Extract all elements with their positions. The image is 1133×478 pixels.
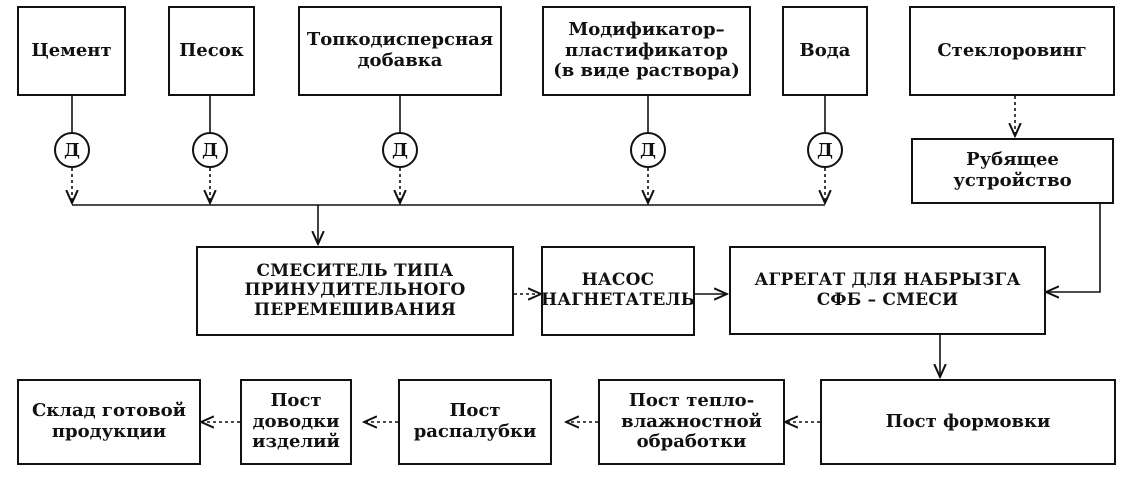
warehouse-box: Склад готовой продукции [17,379,201,465]
spray-unit-label: АГРЕГАТ ДЛЯ НАБРЫЗГА СФБ – СМЕСИ [754,269,1021,310]
forming-box: Пост формовки [820,379,1116,465]
warehouse-label: Склад готовой продукции [31,400,186,442]
fine-additive-box: Топкодисперсная добавка [298,6,502,96]
modifier-box: Модификатор– пластификатор (в виде раств… [542,6,751,96]
cement-box: Цемент [17,6,126,96]
chopper-box: Рубящее устройство [911,138,1114,204]
modifier-label: Модификатор– пластификатор (в виде раств… [553,18,740,82]
pump-label: НАСОС НАГНЕТАТЕЛЬ [540,270,696,310]
water-label: Вода [799,39,851,61]
doser-cement: Д [54,132,90,168]
finishing-box: Пост доводки изделий [240,379,352,465]
cement-label: Цемент [31,39,112,61]
mixer-box: СМЕСИТЕЛЬ ТИПА ПРИНУДИТЕЛЬНОГО ПЕРЕМЕШИВ… [196,246,514,336]
chopper-label: Рубящее устройство [953,149,1072,191]
sand-label: Песок [179,39,244,61]
heat-treatment-box: Пост тепло- влажностной обработки [598,379,785,465]
water-box: Вода [782,6,868,96]
pump-box: НАСОС НАГНЕТАТЕЛЬ [541,246,695,336]
connector-chopper-to-spray [1046,204,1101,292]
doser-additive-label: Д [391,139,408,161]
finishing-label: Пост доводки изделий [252,389,340,453]
heat-treatment-label: Пост тепло- влажностной обработки [621,389,762,453]
spray-unit-box: АГРЕГАТ ДЛЯ НАБРЫЗГА СФБ – СМЕСИ [729,246,1046,335]
mixer-label: СМЕСИТЕЛЬ ТИПА ПРИНУДИТЕЛЬНОГО ПЕРЕМЕШИВ… [244,260,466,320]
doser-additive: Д [382,132,418,168]
doser-cement-label: Д [63,139,80,161]
demolding-label: Пост распалубки [413,400,537,442]
doser-sand-label: Д [201,139,218,161]
sand-box: Песок [168,6,255,96]
doser-modifier: Д [630,132,666,168]
doser-water-label: Д [816,139,833,161]
doser-modifier-label: Д [639,139,656,161]
demolding-box: Пост распалубки [398,379,552,465]
glass-roving-box: Стеклоровинг [909,6,1115,96]
fine-additive-label: Топкодисперсная добавка [306,29,494,71]
glass-roving-label: Стеклоровинг [937,39,1087,61]
doser-sand: Д [192,132,228,168]
doser-water: Д [807,132,843,168]
forming-label: Пост формовки [885,410,1051,432]
